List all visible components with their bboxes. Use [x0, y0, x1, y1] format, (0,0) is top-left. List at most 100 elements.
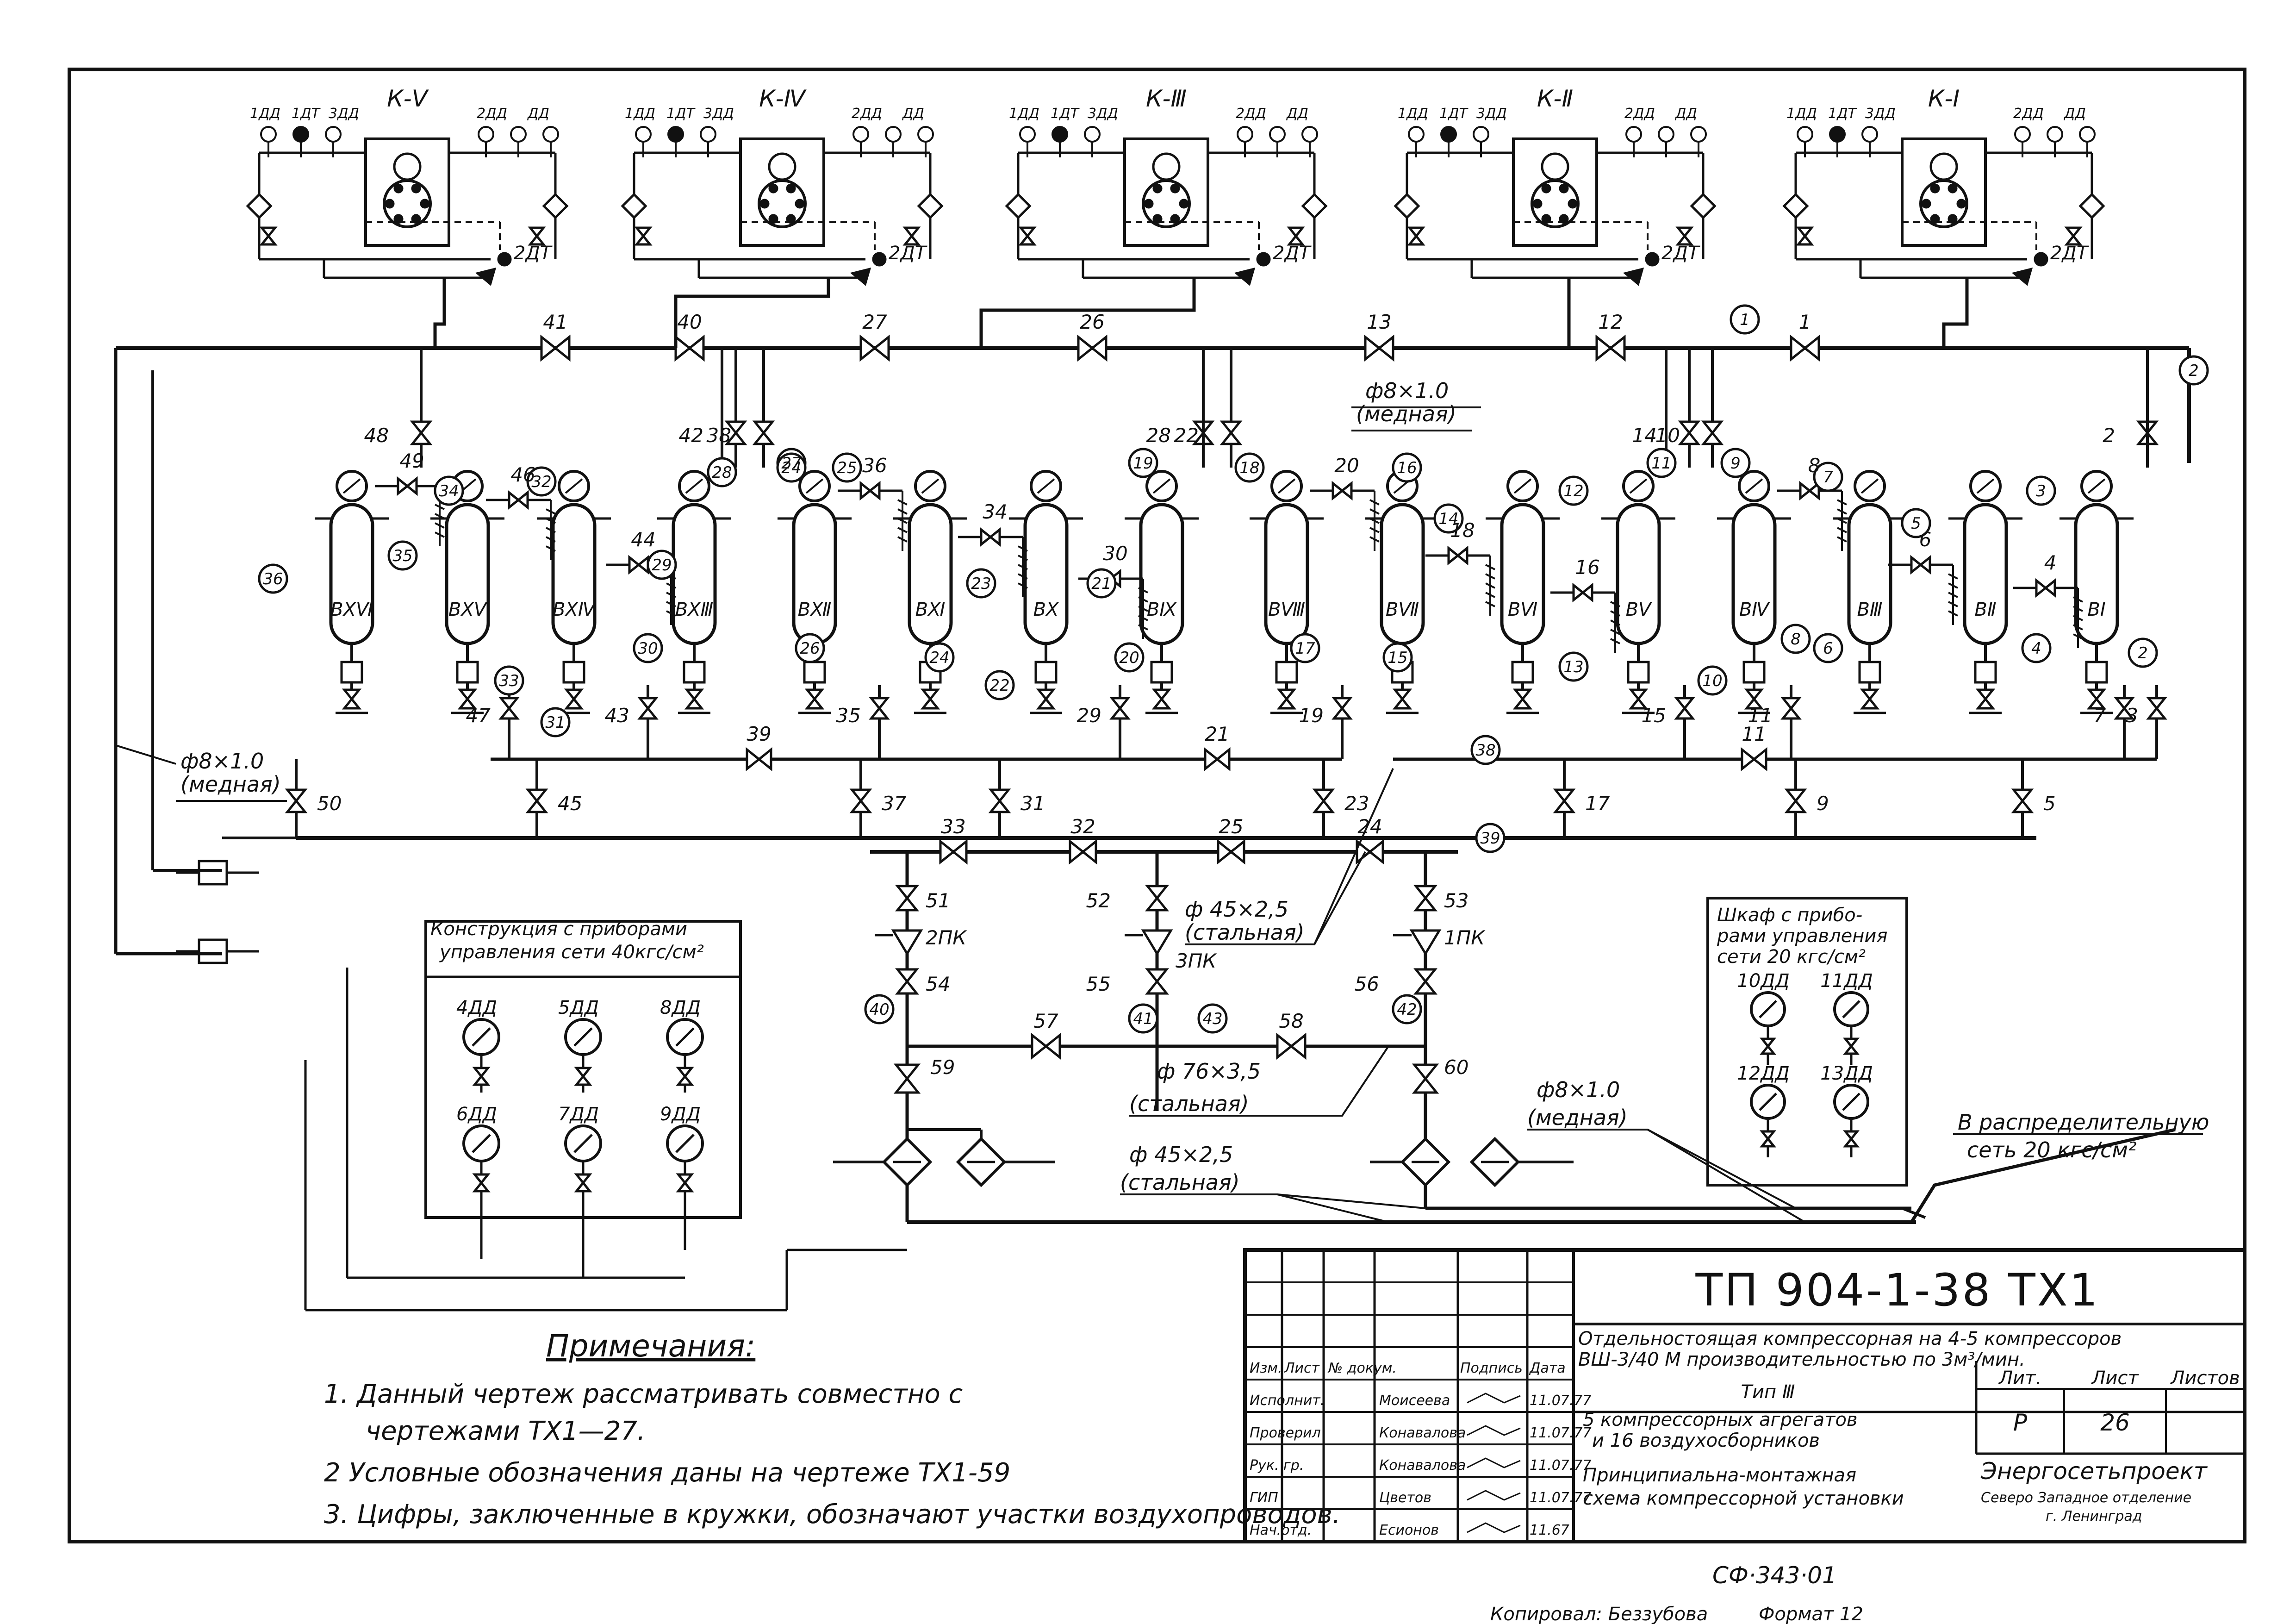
- pipe-label-copper-top-mat: (медная): [1356, 401, 1456, 426]
- title-units-1: 5 компрессорных агрегатов: [1583, 1409, 1858, 1430]
- riser-valve-48: 48: [364, 424, 389, 447]
- section-32: 32: [531, 473, 551, 491]
- section-39: 39: [1480, 829, 1500, 848]
- sensor-2dt-2: 2ДТ: [1273, 243, 1312, 264]
- drain-valve-11: 11: [1748, 704, 1773, 727]
- section-14: 14: [1438, 510, 1458, 528]
- sensor-1dd-3: 1ДД: [1398, 106, 1428, 122]
- pipe-label-copper-bot-size: ф8×1.0: [1537, 1077, 1620, 1102]
- section-1: 1: [1740, 311, 1750, 329]
- title-role-1: Исполнит.: [1250, 1393, 1325, 1409]
- title-units-2: и 16 воздухосборников: [1592, 1430, 1820, 1451]
- receiver-8: ВⅧ: [1268, 599, 1305, 620]
- section-9: 9: [1730, 454, 1741, 473]
- top-valve-40: 40: [677, 311, 702, 333]
- sensor-3dd-4: 3ДД: [1865, 106, 1896, 122]
- lower-valve-33: 33: [941, 815, 965, 838]
- section-43: 43: [1202, 1010, 1222, 1028]
- section-8: 8: [1791, 630, 1801, 649]
- title-org-1: Энергосетьпроект: [1980, 1458, 2208, 1485]
- section-16: 16: [1397, 459, 1417, 477]
- title-role-2: Проверил: [1250, 1425, 1321, 1441]
- title-date-4: 11.07.77: [1530, 1490, 1592, 1506]
- pipe-label-steel45-size: ф 45×2,5: [1185, 897, 1288, 922]
- pipe-label-copper-left-mat: (медная): [180, 772, 281, 797]
- valve-51: 51: [926, 889, 950, 912]
- title-sheet-head: Лист: [2091, 1368, 2139, 1389]
- riser-valve-14: 14: [1632, 424, 1657, 447]
- compressor-label-0: К-Ⅴ: [387, 85, 429, 112]
- safety-valve-1pk: 1ПК: [1444, 926, 1486, 949]
- section-27: 27: [781, 454, 802, 473]
- footer-format: Формат 12: [1759, 1604, 1863, 1624]
- section-28: 28: [712, 463, 732, 482]
- panel20-title-3: сети 20 кгс/см²: [1717, 946, 1866, 968]
- section-2: 2: [2138, 644, 2148, 662]
- sensor-2dd-1: 2ДД: [852, 106, 882, 122]
- receiver-valve-49: 49: [399, 450, 424, 472]
- title-person-2: Конавалова: [1379, 1425, 1466, 1441]
- panel40-gauge-5: 9ДД: [660, 1104, 701, 1125]
- sensor-1dd-1: 1ДД: [625, 106, 655, 122]
- sensor-1dd-0: 1ДД: [250, 106, 280, 122]
- top-valve-27: 27: [862, 311, 887, 333]
- section-5: 5: [1911, 514, 1921, 533]
- pipe-label-steel45b-mat: (стальная): [1120, 1170, 1240, 1195]
- receiver-valve-34: 34: [983, 500, 1007, 523]
- receiver-valve-18: 18: [1450, 519, 1475, 542]
- section-33: 33: [499, 672, 519, 690]
- section-38: 38: [1475, 741, 1495, 760]
- receiver-valve-6: 6: [1919, 528, 1932, 551]
- receiver-6: ВⅩ: [1033, 599, 1059, 620]
- safety-valve-2pk: 2ПК: [926, 926, 967, 949]
- valve-57: 57: [1033, 1010, 1058, 1032]
- section-15: 15: [1388, 649, 1407, 667]
- title-name-1: Принципиальна-монтажная: [1583, 1465, 1856, 1486]
- bottom-valve-17: 17: [1585, 792, 1610, 815]
- network-note-1: В распределительную: [1958, 1110, 2209, 1135]
- section-7: 7: [1823, 468, 1833, 487]
- receiver-valve-30: 30: [1103, 542, 1127, 565]
- valve-52: 52: [1086, 889, 1111, 912]
- lower-valve-32: 32: [1070, 815, 1095, 838]
- title-desc-1: Отдельностоящая компрессорная на 4-5 ком…: [1578, 1328, 2122, 1349]
- panel40-gauge-0: 4ДД: [456, 997, 497, 1018]
- receiver-12: ВⅣ: [1739, 599, 1770, 620]
- network-note-2: сеть 20 кгс/см²: [1967, 1137, 2136, 1162]
- top-valve-1: 1: [1799, 311, 1811, 333]
- riser-valve-38: 38: [707, 424, 731, 447]
- panel20-gauge-1: 11ДД: [1820, 970, 1873, 992]
- section-20: 20: [1119, 649, 1139, 667]
- sensor-dd-1: ДД: [902, 106, 924, 122]
- pipe-label-steel76-mat: (стальная): [1129, 1091, 1249, 1116]
- sensor-2dt-3: 2ДТ: [1661, 243, 1701, 264]
- sensor-3dd-2: 3ДД: [1088, 106, 1118, 122]
- valve-60: 60: [1444, 1056, 1468, 1079]
- footer-copied: Копировал: Беззубова: [1490, 1604, 1708, 1624]
- section-3: 3: [2036, 482, 2046, 500]
- title-sheets-head: Листов: [2170, 1368, 2240, 1389]
- title-head-date: Дата: [1529, 1360, 1566, 1376]
- title-role-5: Нач.отд.: [1250, 1522, 1312, 1538]
- sensor-1dt-1: 1ДТ: [666, 106, 696, 122]
- section-10: 10: [1702, 672, 1722, 690]
- receiver-valve-4: 4: [2044, 551, 2057, 574]
- title-lit-head: Лит.: [1998, 1368, 2041, 1389]
- drain-valve-35: 35: [836, 704, 861, 727]
- section-21: 21: [1091, 575, 1111, 593]
- title-date-1: 11.07.77: [1530, 1393, 1592, 1409]
- panel20-gauge-2: 12ДД: [1737, 1063, 1789, 1084]
- title-head-sign: Подпись: [1460, 1360, 1523, 1376]
- valve-53: 53: [1444, 889, 1468, 912]
- receiver-4: ВⅫ: [798, 599, 832, 620]
- riser-valve-22: 22: [1174, 424, 1199, 447]
- title-type: Тип Ⅲ: [1741, 1381, 1795, 1403]
- receiver-0: ВⅩⅥ: [330, 599, 373, 620]
- document-stamp: СФ·343·01: [1712, 1562, 1837, 1589]
- receiver-7: ВⅨ: [1147, 599, 1177, 620]
- pipe-label-copper-bot-mat: (медная): [1527, 1105, 1628, 1130]
- lower-valve-25: 25: [1219, 815, 1243, 838]
- receiver-2: ВⅩⅣ: [553, 599, 597, 620]
